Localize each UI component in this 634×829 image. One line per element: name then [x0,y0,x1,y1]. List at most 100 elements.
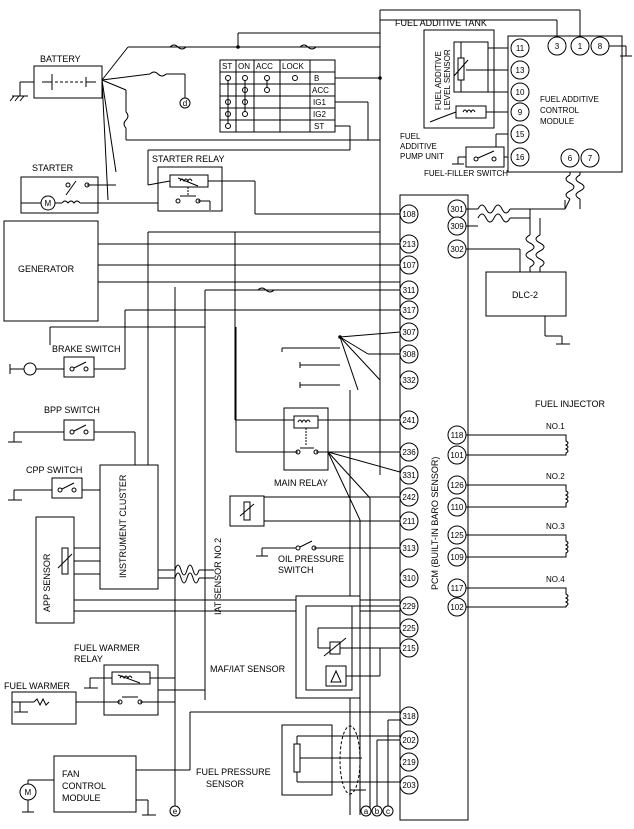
fuel-warmer-relay-label-1: FUEL WARMER [74,643,140,653]
dlc-2: DLC-2 [485,271,570,345]
fan-control-label-2: CONTROL [62,781,106,791]
svg-text:10: 10 [516,88,525,97]
pcm-pin-332: 332 [399,370,419,390]
pcm-pin-309: 309 [447,216,467,236]
svg-text:M: M [25,788,32,797]
svg-text:332: 332 [402,376,416,385]
pcm-pin-236: 236 [399,442,419,462]
svg-text:15: 15 [516,130,525,139]
ign-row-st: ST [314,122,324,131]
fac-pin-13: 13 [510,60,530,80]
pcm-pin-117: 117 [447,578,467,598]
svg-text:302: 302 [450,245,464,254]
fuel-additive-pump-label-3: PUMP UNIT [400,152,444,161]
svg-text:213: 213 [402,240,416,249]
fuel-additive-control-module: FUEL ADDITIVE CONTROL MODULE [507,35,632,173]
pcm-pin-211: 211 [399,511,419,531]
pcm-pin-331: 331 [399,465,419,485]
iat-sensor-2-label: IAT SENSOR NO.2 [213,538,223,615]
pcm-pin-202: 202 [399,730,419,750]
fac-module-label-3: MODULE [540,117,574,126]
svg-text:331: 331 [402,471,416,480]
fuel-additive-level-label-1: FUEL ADDITIVE [434,51,443,110]
fan-control-module: FAN CONTROL MODULE M [19,711,400,816]
fac-pin-3: 3 [547,36,567,56]
bpp-switch: BPP SWITCH [8,405,136,465]
main-relay: MAIN RELAY [234,232,400,488]
svg-text:M: M [45,199,52,208]
ign-header-acc: ACC [256,62,273,71]
pcm-pin-215: 215 [399,638,419,658]
ign-row-acc: ACC [312,86,329,95]
ign-header-on: ON [238,62,250,71]
brake-switch-label: BRAKE SWITCH [52,344,121,354]
fac-pin-15: 15 [510,124,530,144]
fan-control-label-3: MODULE [62,793,101,803]
fuel-warmer: FUEL WARMER [4,681,77,725]
brake-switch: BRAKE SWITCH [9,309,400,378]
svg-text:310: 310 [402,574,416,583]
pcm-pin-219: 219 [399,752,419,772]
svg-text:308: 308 [402,350,416,359]
generator-label: GENERATOR [18,264,75,274]
svg-text:211: 211 [403,517,416,526]
pcm-pin-301: 301 [447,199,467,219]
pcm-pin-242: 242 [399,487,419,507]
svg-text:318: 318 [402,712,416,721]
fuel-additive-tank: FUEL ADDITIVE LEVEL SENSOR FUEL ADDITIVE… [400,29,508,161]
svg-text:126: 126 [450,481,464,490]
pcm-pin-108: 108 [399,204,419,224]
pcm-pin-203: 203 [399,775,419,795]
svg-text:3: 3 [555,42,560,51]
app-sensor: APP SENSOR [35,516,100,624]
starter: STARTER M [20,163,185,214]
svg-text:7: 7 [588,154,593,163]
pcm-pin-307: 307 [399,322,419,342]
fuel-additive-pump-label-2: ADDITIVE [400,142,437,151]
app-sensor-label: APP SENSOR [42,553,52,612]
svg-text:241: 241 [402,416,416,425]
svg-text:225: 225 [402,624,416,633]
fan-control-label-1: FAN [62,769,80,779]
ignition-switch-table: ST ON ACC LOCK B ACC IG1 IG2 ST [219,59,336,133]
fac-pin-6: 6 [560,148,580,168]
pcm-pin-213: 213 [399,234,419,254]
svg-text:118: 118 [451,431,464,440]
injector-4: NO.4 [466,575,569,608]
svg-text:108: 108 [402,210,416,219]
svg-text:9: 9 [518,108,523,117]
instrument-cluster-label: INSTRUMENT CLUSTER [118,474,128,578]
connector-a: a [364,807,369,816]
fuel-additive-tank-label: FUEL ADDITIVE TANK [395,18,487,28]
svg-text:101: 101 [450,451,464,460]
pcm-pin-302: 302 [447,239,467,259]
ign-header-st: ST [222,62,232,71]
starter-label: STARTER [32,163,74,173]
svg-text:203: 203 [402,781,416,790]
ign-row-ig1: IG1 [313,98,326,107]
svg-text:13: 13 [516,66,525,75]
fuel-pressure-sensor: FUEL PRESSURE SENSOR [196,724,400,796]
pcm-pin-107: 107 [399,255,419,275]
svg-text:307: 307 [402,328,416,337]
ign-header-lock: LOCK [282,62,304,71]
fuel-pressure-label-1: FUEL PRESSURE [196,767,271,777]
svg-text:102: 102 [450,603,464,612]
pcm-pin-313: 313 [399,538,419,558]
pcm-pin-101: 101 [447,445,467,465]
connector-c: c [386,807,390,816]
svg-text:6: 6 [568,154,573,163]
pcm-pin-308: 308 [399,344,419,364]
svg-text:107: 107 [402,261,416,270]
cpp-switch: CPP SWITCH [8,465,100,501]
fuel-warmer-label: FUEL WARMER [4,681,70,691]
svg-text:309: 309 [450,222,464,231]
pcm-label: PCM (BUILT-IN BARO SENSOR) [430,457,440,590]
svg-text:NO.2: NO.2 [546,472,565,481]
svg-text:NO.4: NO.4 [546,575,565,584]
pcm-pin-311: 311 [399,280,419,300]
fuel-warmer-relay-label-2: RELAY [74,654,103,664]
pcm-pin-109: 109 [447,547,467,567]
